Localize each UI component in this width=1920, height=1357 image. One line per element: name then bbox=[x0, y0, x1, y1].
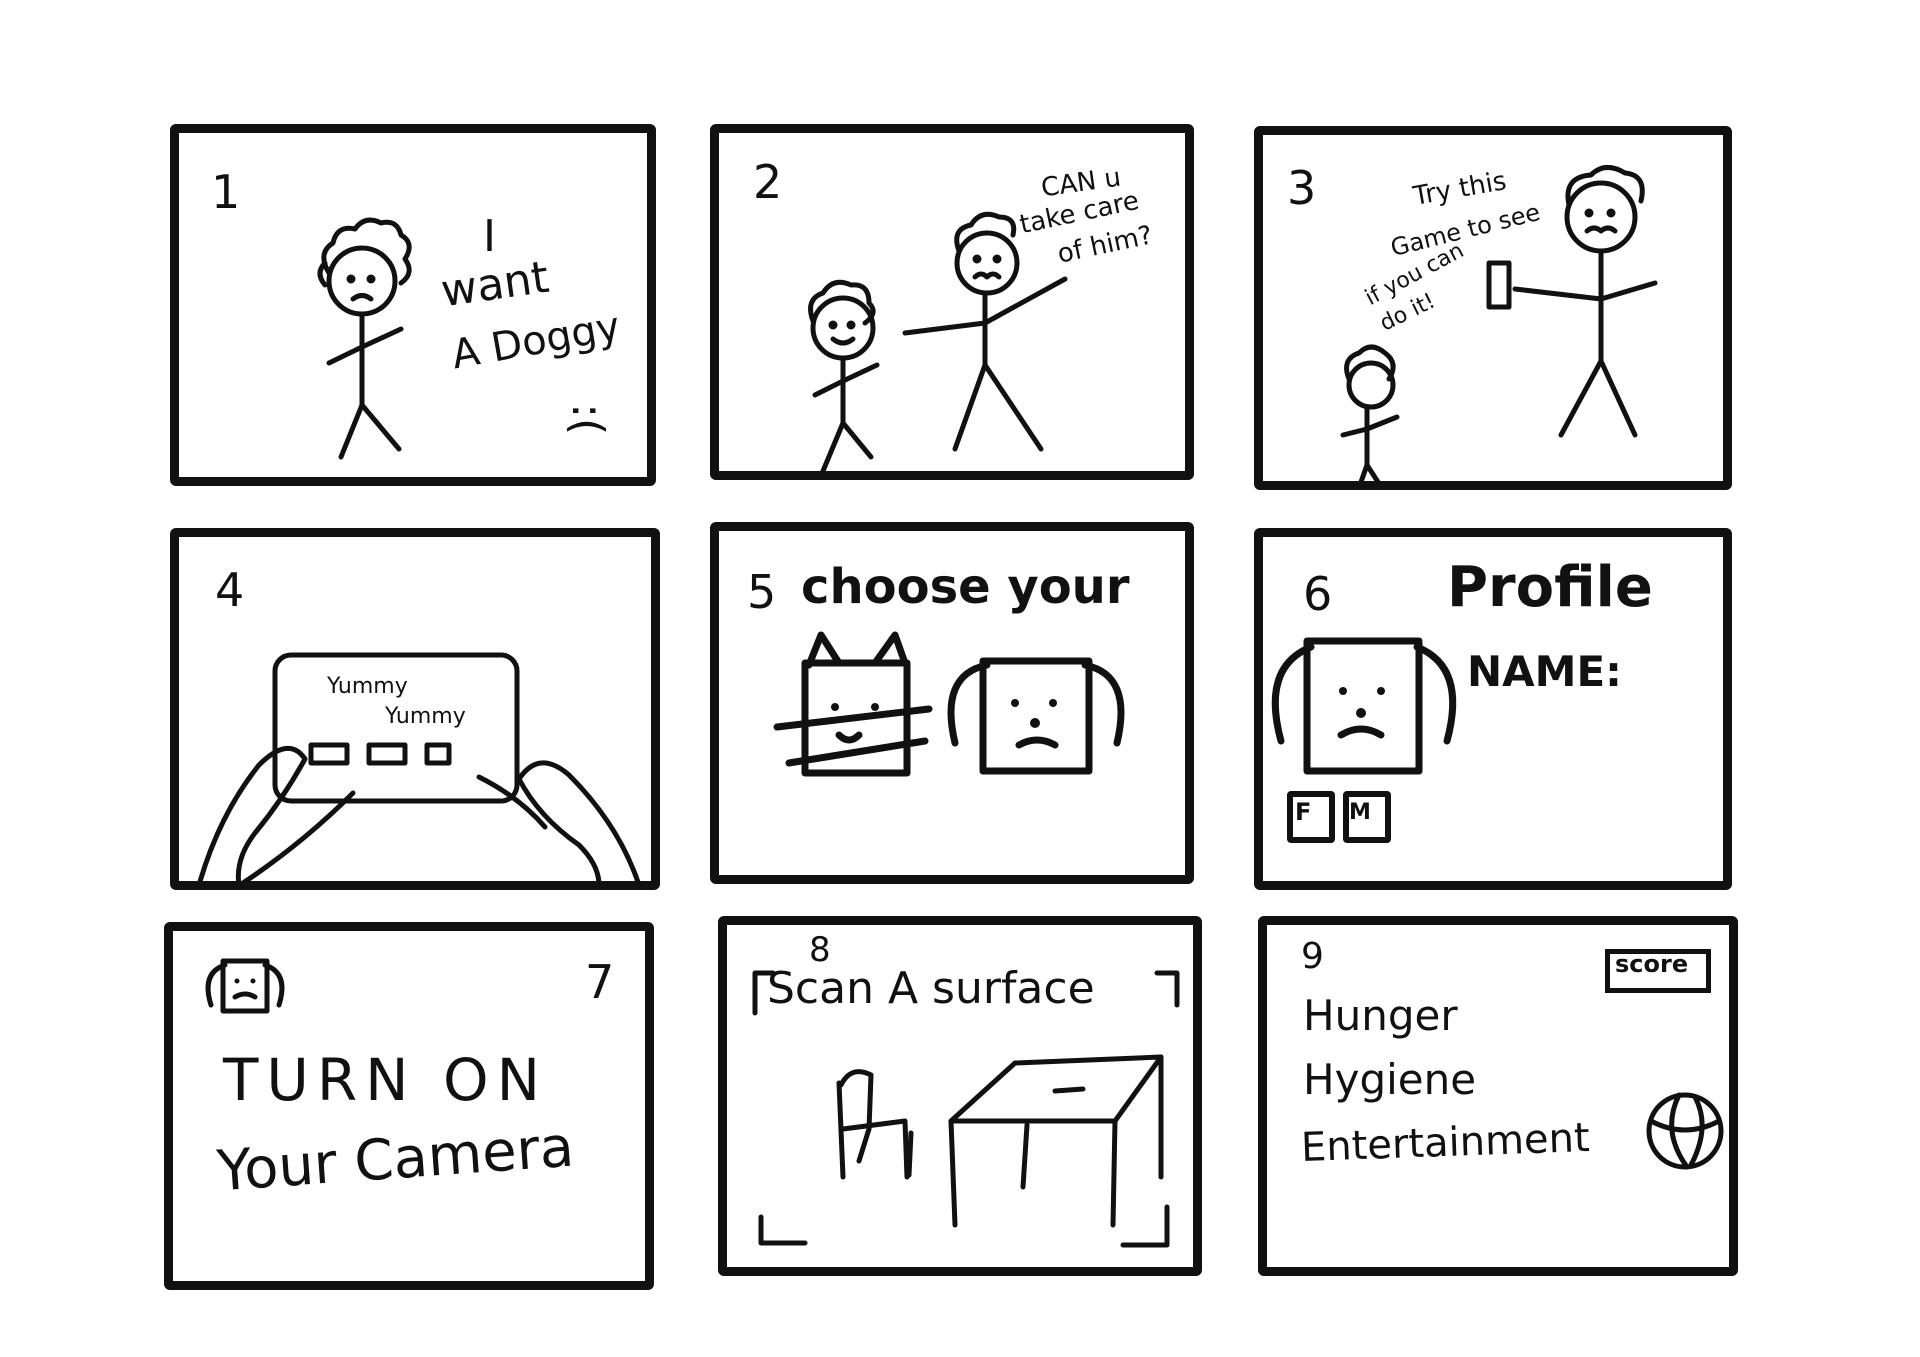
name-label: NAME: bbox=[1467, 647, 1622, 696]
stat-hygiene: Hygiene bbox=[1303, 1055, 1477, 1104]
curly-kid-figure bbox=[317, 217, 412, 460]
phone-text-1: Yummy bbox=[327, 674, 408, 699]
kid-and-dad-figures bbox=[808, 211, 1068, 471]
gender-button-male[interactable] bbox=[1343, 791, 1391, 843]
kid-dad-phone-figures bbox=[1340, 165, 1658, 481]
dog-avatar-icon bbox=[1271, 637, 1457, 775]
profile-title: Profile bbox=[1447, 555, 1653, 620]
instruction-text: Scan A surface bbox=[767, 963, 1095, 1014]
stat-hunger: Hunger bbox=[1303, 991, 1458, 1040]
storyboard-panel-8: 8 Scan A surface bbox=[718, 916, 1202, 1276]
basketball-icon[interactable] bbox=[1267, 925, 1738, 1276]
hands-holding-phone bbox=[197, 652, 641, 881]
score-label: score bbox=[1615, 950, 1689, 978]
storyboard-panel-2: 2 CAN u take care of him? bbox=[710, 124, 1194, 480]
panel-number: 9 bbox=[1301, 936, 1324, 977]
instruction-line-1: TURN ON bbox=[223, 1046, 549, 1114]
storyboard-panel-1: 1 I want A Doggy :( bbox=[170, 124, 656, 486]
gender-button-female-label: F bbox=[1295, 798, 1312, 826]
phone-text-2: Yummy bbox=[385, 704, 466, 729]
score-box bbox=[1605, 949, 1711, 993]
scan-frame-and-furniture bbox=[752, 970, 1180, 1248]
storyboard-panel-7: 7 TURN ON Your Camera bbox=[164, 922, 654, 1290]
panel-number: 7 bbox=[585, 955, 615, 1009]
gender-button-male-label: M bbox=[1349, 800, 1371, 825]
panel-number: 2 bbox=[753, 155, 783, 209]
panel-number: 1 bbox=[211, 165, 241, 219]
panel-number: 4 bbox=[215, 563, 245, 617]
dog-corner-icon bbox=[205, 958, 285, 1014]
storyboard-panel-3: 3 Try this Game to see if you can do it! bbox=[1254, 126, 1732, 490]
panel-number: 3 bbox=[1287, 161, 1317, 215]
storyboard-panel-5: 5 choose your bbox=[710, 522, 1194, 884]
cat-and-dog-choices bbox=[773, 631, 1125, 777]
storyboard-panel-9: 9 score Hunger Hygiene Entertainment bbox=[1258, 916, 1738, 1276]
prompt-text: choose your bbox=[801, 559, 1130, 615]
speech-line-1: I bbox=[483, 211, 496, 262]
sad-face: :( bbox=[562, 403, 614, 436]
panel-number: 5 bbox=[747, 565, 777, 619]
storyboard-panel-6: 6 Profile NAME: F M bbox=[1254, 528, 1732, 890]
gender-button-female[interactable] bbox=[1287, 791, 1335, 843]
panel-number: 8 bbox=[809, 930, 831, 970]
panel-number: 6 bbox=[1303, 567, 1333, 621]
storyboard-panel-4: 4 Yummy Yummy bbox=[170, 528, 660, 890]
